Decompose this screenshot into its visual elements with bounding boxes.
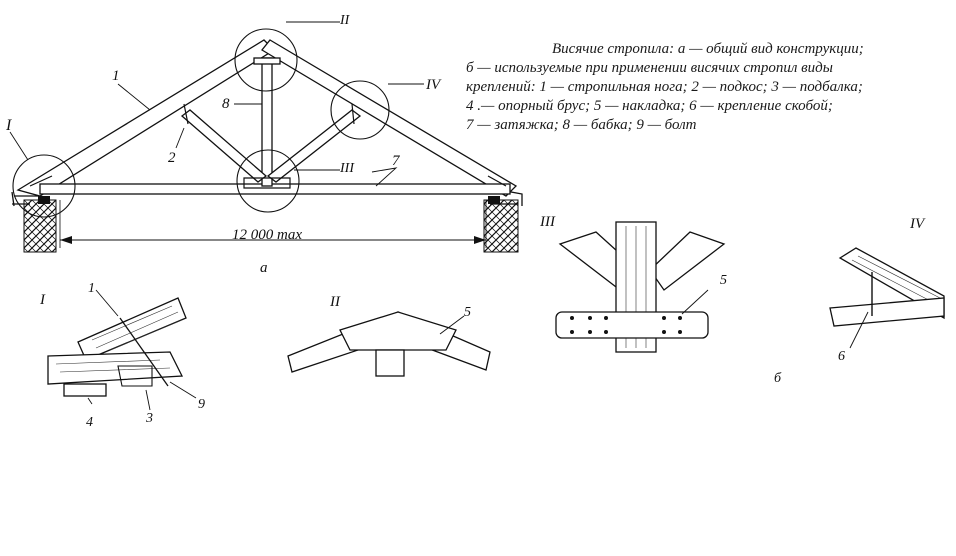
caption-line-5: 7 — затяжка; 8 — бабка; 9 — болт <box>466 117 697 133</box>
node-circle-I <box>12 154 76 218</box>
detail-I-label-4: 4 <box>86 415 93 430</box>
detail-I-label-9: 9 <box>198 397 205 412</box>
king-post <box>261 57 273 187</box>
detail-II-label-5: 5 <box>464 305 471 320</box>
detail-IV-label-6: 6 <box>838 349 845 364</box>
node-circle-IV <box>330 80 390 140</box>
label-7-top: 7 <box>392 153 401 169</box>
right-rafter <box>261 39 518 197</box>
label-node-IV: IV <box>425 77 442 93</box>
detail-III-plate <box>555 311 709 339</box>
detail-II-label: II <box>329 294 341 310</box>
right-wall <box>483 199 519 253</box>
label-1-top: 1 <box>112 68 120 84</box>
caption-line-2: б — используемые при применении висячих … <box>466 60 833 76</box>
detail-IV: IV 6 б <box>774 216 945 386</box>
part-b-label: б <box>774 371 782 386</box>
span-label: 12 000 max <box>232 227 302 243</box>
detail-III: III 5 <box>539 214 727 353</box>
label-8-top: 8 <box>222 96 230 112</box>
tie-beam <box>39 183 511 195</box>
node-circle-III <box>236 149 300 213</box>
label-node-II: II <box>339 13 351 28</box>
part-a-label: а <box>260 260 268 276</box>
caption-line-4: 4 .— опорный брус; 5 — накладка; 6 — кре… <box>466 98 833 114</box>
detail-I-label-3: 3 <box>145 411 153 426</box>
caption-line-1: Висячие стропила: а — общий вид конструк… <box>552 41 864 57</box>
caption-line-3: креплений: 1 — стропильная нога; 2 — под… <box>466 79 863 95</box>
label-2-top: 2 <box>168 150 176 166</box>
detail-II: II 5 <box>287 294 491 377</box>
detail-I-label: I <box>39 292 46 308</box>
detail-III-label: III <box>539 214 556 230</box>
detail-I: I 1 4 3 9 <box>39 281 205 430</box>
detail-I-label-1: 1 <box>88 281 95 296</box>
general-view: 12 000 max а I II III IV 1 2 8 7 <box>5 13 523 276</box>
figure-caption: Висячие стропила: а — общий вид конструк… <box>466 40 936 135</box>
detail-III-label-5: 5 <box>720 273 727 288</box>
label-node-I: I <box>5 117 12 134</box>
left-wall <box>23 199 57 253</box>
node-circle-II <box>234 28 298 92</box>
left-strut <box>180 109 268 183</box>
detail-IV-label: IV <box>909 216 926 232</box>
label-node-III: III <box>339 161 355 176</box>
